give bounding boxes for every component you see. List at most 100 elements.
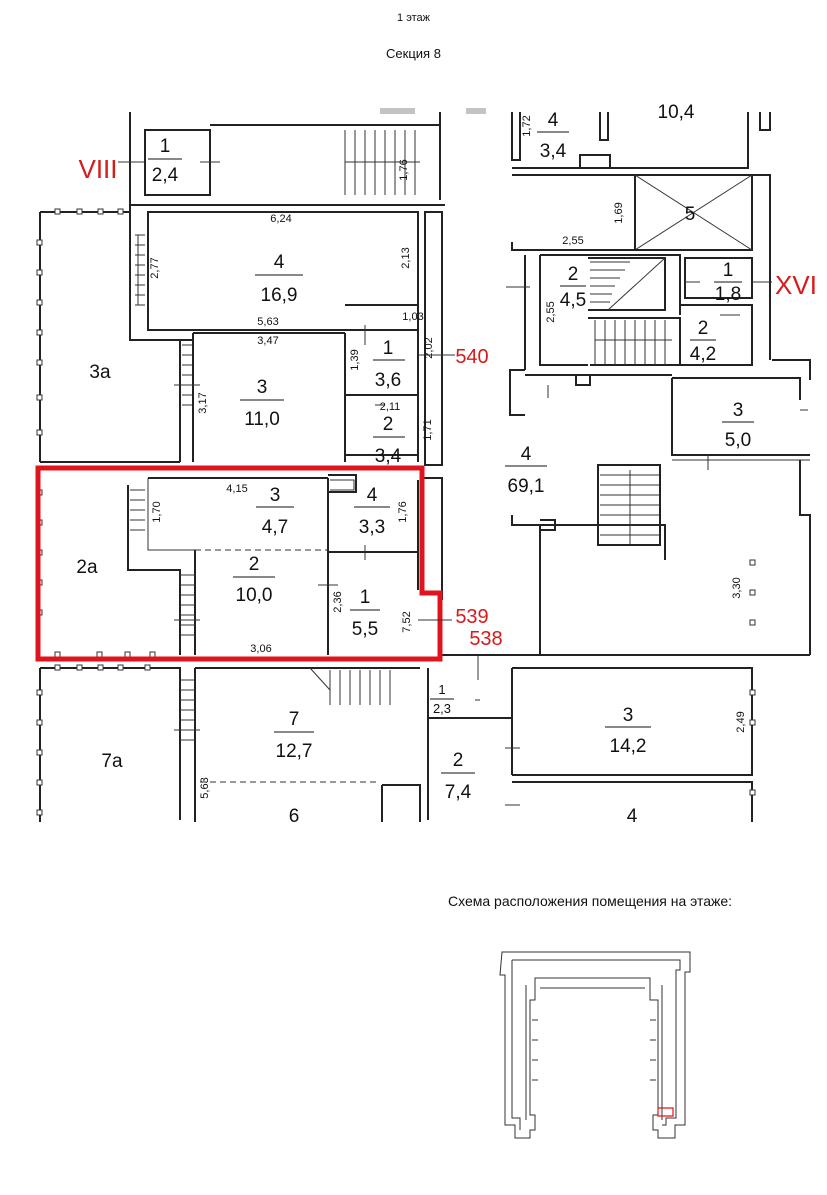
room-3-50: 35,0: [722, 400, 754, 451]
room-area: 14,2: [610, 736, 647, 757]
scheme-caption: Схема расположения помещения на этаже:: [448, 893, 733, 909]
highlighted-premises-outline: [35, 465, 443, 662]
room-number: 4: [274, 252, 285, 273]
room-2-34: 23,4: [373, 414, 405, 467]
room-area: 11,0: [244, 409, 280, 430]
dimension-label: 1,71: [422, 419, 434, 440]
room-2-100: 210,0: [233, 554, 275, 606]
room-3a-label: 3а: [89, 362, 111, 383]
room-area: 10,0: [236, 585, 273, 606]
room-area: 3,3: [359, 517, 385, 538]
room-number: 1: [360, 587, 371, 608]
dimension-label: 1,76: [397, 501, 409, 522]
room-4-33: 43,3: [354, 485, 390, 538]
marker-540: 540: [455, 346, 488, 368]
room-area: 4,5: [560, 290, 586, 311]
dimension-label: 4,15: [226, 483, 247, 495]
room-3-142: 314,2: [605, 705, 651, 757]
dimension-labels: 6,24 2,77 2,13 1,76 5,63 3,47 1,03 2,02 …: [149, 115, 747, 798]
dimension-label: 2,55: [562, 235, 583, 247]
dimension-label: 1,72: [521, 115, 533, 136]
room-area: 3,4: [540, 141, 567, 162]
room-area: 4,2: [690, 344, 716, 365]
room-number: 3: [270, 485, 281, 506]
room-area: 7,4: [445, 782, 472, 803]
dimension-label: 2,36: [332, 591, 344, 612]
room-2-42: 24,2: [690, 318, 716, 365]
dimension-label: 2,55: [545, 301, 557, 322]
room-4-34: 43,4: [537, 110, 569, 162]
room-number: 1: [723, 260, 734, 281]
room-2-74: 27,4: [441, 750, 475, 803]
dimension-label: 5,63: [199, 777, 211, 798]
room-4-bottom-label: 4: [627, 806, 638, 827]
room-1-18: 11,8: [714, 260, 742, 305]
room-1-23: 12,3: [430, 682, 454, 716]
axis-marker-xvi: XVI: [775, 270, 817, 300]
room-labels: 12,4 416,9 311,0 13,6 23,4 34,7 43,3 210…: [76, 102, 754, 827]
room-4-169: 416,9: [255, 252, 303, 306]
dimension-label: 1,03: [402, 311, 423, 323]
room-number: 7: [289, 709, 300, 730]
room-area: 2,4: [152, 165, 179, 186]
room-1-24: 12,4: [148, 136, 182, 186]
room-4-691: 469,1: [505, 444, 547, 497]
marker-538: 538: [469, 628, 502, 650]
cropped-dimensions: [380, 108, 486, 114]
room-number: 1: [160, 136, 171, 157]
lift-5-label: 5: [685, 204, 696, 225]
room-2-45: 24,5: [560, 264, 586, 311]
scheme-premises-marker: [657, 1107, 674, 1117]
room-number: 3: [733, 400, 744, 421]
dimension-label: 2,13: [400, 247, 412, 268]
room-2a-label: 2а: [76, 557, 98, 578]
floor-plan: 12,4 416,9 311,0 13,6 23,4 34,7 43,3 210…: [35, 102, 817, 827]
facade-ticks: [36, 208, 756, 816]
room-3-47: 34,7: [256, 485, 294, 538]
room-number: 1: [438, 682, 445, 697]
room-7-127: 712,7: [274, 709, 314, 762]
room-1-55: 15,5: [350, 587, 380, 640]
dimension-label: 2,77: [149, 257, 161, 278]
room-area: 3,4: [375, 446, 402, 467]
room-area: 2,3: [433, 701, 451, 716]
room-number: 3: [623, 705, 634, 726]
room-area: 16,9: [261, 285, 298, 306]
stairs: [130, 130, 672, 741]
dimension-label: 5,63: [257, 316, 278, 328]
location-scheme: [499, 951, 691, 1139]
room-number: 2: [383, 414, 394, 435]
room-7a-label: 7а: [101, 751, 123, 772]
room-number: 4: [521, 444, 532, 465]
room-number: 4: [548, 110, 559, 131]
dimension-label: 7,52: [401, 611, 413, 632]
room-number: 2: [698, 318, 709, 339]
dimension-label: 3,47: [257, 335, 278, 347]
dimension-label: 3,30: [731, 577, 743, 598]
dimension-label: 2,11: [380, 401, 401, 413]
axis-marker-viii: VIII: [78, 154, 117, 184]
room-area: 5,0: [725, 430, 751, 451]
room-area: 1,8: [715, 284, 741, 305]
marker-539: 539: [455, 606, 488, 628]
room-area: 5,5: [352, 619, 378, 640]
dimension-label: 1,39: [349, 349, 361, 370]
room-number: 1: [383, 338, 394, 359]
dimension-label: 2,49: [735, 711, 747, 732]
leader-lines: [118, 161, 808, 806]
dimension-label: 3,17: [197, 392, 209, 413]
dimension-label: 1,70: [151, 501, 163, 522]
room-area: 3,6: [375, 370, 401, 391]
room-3-110: 311,0: [240, 377, 284, 430]
room-area: 69,1: [508, 476, 545, 497]
dimension-label: 6,24: [270, 213, 291, 225]
dimension-label: 3,06: [250, 643, 271, 655]
room-number: 2: [453, 750, 464, 771]
markers: VIII XVI 540 539 538: [78, 154, 816, 650]
room-number: 2: [568, 264, 579, 285]
room-6-label: 6: [289, 806, 300, 827]
dimension-label: 1,76: [398, 159, 410, 180]
section-title: Секция 8: [386, 46, 441, 61]
dimension-label: 1,69: [613, 202, 625, 223]
room-number: 2: [249, 554, 260, 575]
